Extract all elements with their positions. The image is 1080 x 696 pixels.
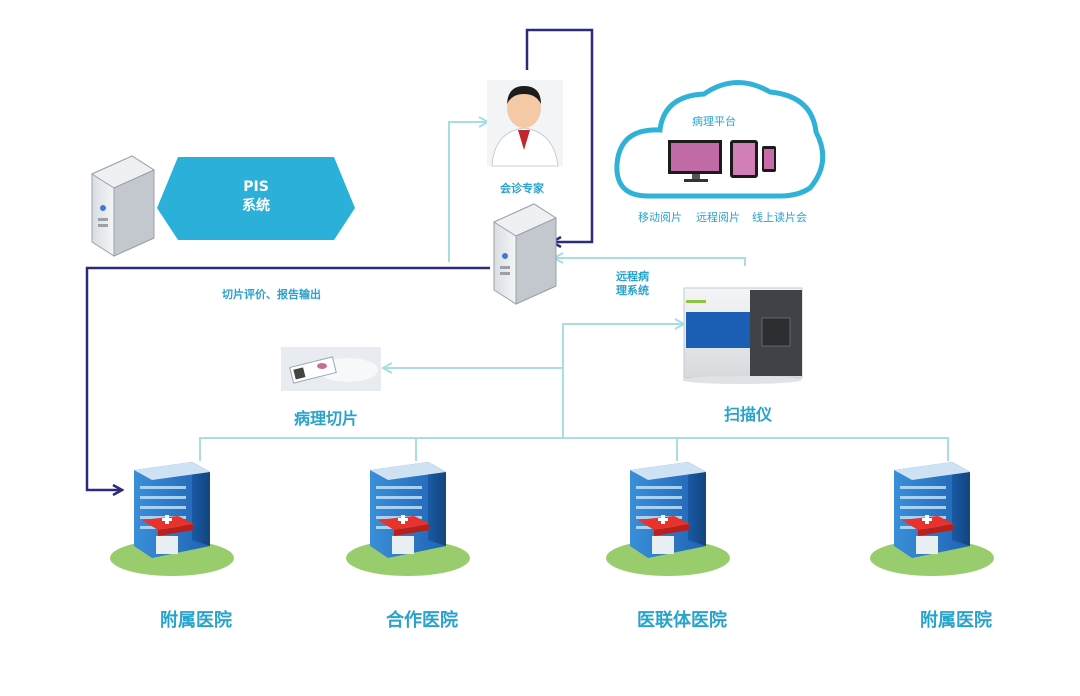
hospital-building-icon	[110, 462, 234, 576]
expert-label: 会诊专家	[500, 182, 544, 195]
feature-mobile-reading: 移动阅片	[638, 211, 682, 224]
remote-line2: 理系统	[616, 284, 649, 297]
cloud-title: 病理平台	[692, 115, 736, 128]
feature-remote-reading: 远程阅片	[696, 211, 740, 224]
feature-online-session: 线上读片会	[752, 211, 807, 224]
scanner-device-icon	[682, 287, 803, 384]
pis-server-icon	[91, 155, 155, 257]
pathology-slide-image	[281, 347, 381, 391]
light-connectors	[199, 122, 949, 461]
pis-line1: PIS	[243, 179, 269, 195]
expert-avatar-icon	[487, 80, 563, 167]
slide-label: 病理切片	[294, 409, 359, 428]
hospital-label-3: 医联体医院	[637, 610, 727, 631]
hospital-building-icon	[606, 462, 730, 576]
dark-connectors	[85, 28, 594, 490]
hospital-label-1: 附属医院	[160, 610, 232, 631]
hospital-building-icon	[346, 462, 470, 576]
hospital-label-2: 合作医院	[386, 610, 458, 631]
central-server-icon	[493, 203, 557, 305]
slide-eval-label: 切片评价、报告输出	[222, 288, 321, 301]
hospital-label-4: 附属医院	[920, 610, 992, 631]
devices-icon	[668, 140, 776, 182]
cloud-platform	[614, 80, 826, 199]
scanner-label: 扫描仪	[724, 405, 773, 424]
pis-system-label: PIS 系统	[157, 178, 355, 216]
pis-hexagon	[157, 157, 355, 240]
remote-pathology-label: 远程病 理系统	[616, 270, 649, 298]
hospital-building-icon	[870, 462, 994, 576]
remote-line1: 远程病	[616, 270, 649, 283]
pis-line2: 系统	[242, 198, 270, 214]
